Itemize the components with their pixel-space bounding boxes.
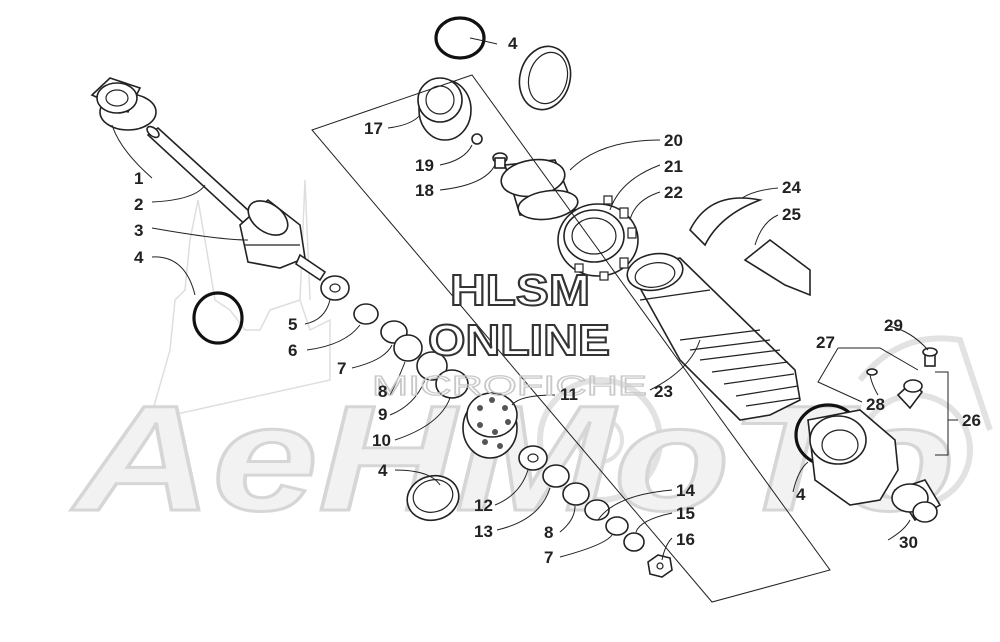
- part-4-o-ring-top: [434, 16, 486, 60]
- callout-1: 1: [134, 169, 143, 188]
- callout-16: 16: [676, 530, 695, 549]
- part-13-washer: [542, 464, 570, 488]
- callout-27: 27: [816, 333, 835, 352]
- callout-20: 20: [664, 131, 683, 150]
- callout-13: 13: [474, 522, 493, 541]
- callout-28: 28: [866, 395, 885, 414]
- callout-30: 30: [899, 533, 918, 552]
- callout-26: 26: [962, 411, 981, 430]
- callout-3: 3: [134, 221, 143, 240]
- callout-19: 19: [415, 156, 434, 175]
- part-9-washer: [416, 351, 448, 381]
- part-8b-washer: [562, 482, 590, 506]
- part-17-bearing: [417, 77, 472, 141]
- callout-21: 21: [664, 157, 683, 176]
- part-29-cap: [922, 347, 938, 367]
- part-4-band-top: [518, 45, 572, 111]
- part-24-seal: [689, 197, 763, 247]
- part-1-eyelet-bushing: [90, 77, 157, 131]
- part-15-washer: [623, 532, 645, 552]
- part-23-shock-body: [626, 252, 801, 421]
- bracket-26: [935, 371, 958, 456]
- callout-4b: 4: [508, 34, 518, 53]
- callout-24: 24: [782, 178, 801, 197]
- part-18-screw: [492, 152, 508, 169]
- part-6-washer: [353, 303, 379, 325]
- callout-8a: 8: [378, 382, 387, 401]
- callout-7a: 7: [337, 359, 346, 378]
- callout-29: 29: [884, 316, 903, 335]
- callout-7b: 7: [544, 548, 553, 567]
- callout-25: 25: [782, 205, 801, 224]
- callout-4d: 4: [796, 485, 806, 504]
- callout-labels: 1 2 3 4 4 4 4 5 6 7 7 8 8 9 10 11 12 13 …: [134, 34, 981, 567]
- part-16-nut: [647, 554, 673, 578]
- callout-8b: 8: [544, 523, 553, 542]
- part-19-o-ring: [471, 133, 483, 145]
- part-5-washer: [320, 275, 350, 301]
- part-25-cover: [743, 238, 811, 297]
- callout-18: 18: [415, 181, 434, 200]
- callout-10: 10: [372, 431, 391, 450]
- callout-5: 5: [288, 315, 297, 334]
- part-7b-washer: [605, 516, 629, 536]
- part-26-reservoir-body: [807, 409, 899, 506]
- part-3-seal-head: [239, 198, 327, 282]
- part-4-o-ring-left: [192, 291, 244, 345]
- callout-15: 15: [676, 504, 695, 523]
- part-12-washer: [518, 445, 548, 471]
- callout-9: 9: [378, 405, 387, 424]
- leader-lines: [111, 37, 929, 561]
- callout-6: 6: [288, 341, 297, 360]
- part-8-washer: [393, 334, 423, 362]
- watermark-title-line1: HLSM: [450, 266, 590, 315]
- callout-12: 12: [474, 496, 493, 515]
- part-21-22-adjuster-rings: [557, 195, 639, 281]
- callout-2: 2: [134, 195, 143, 214]
- watermark-title-line2: ONLINE: [428, 316, 610, 365]
- callout-14: 14: [676, 481, 695, 500]
- callout-4a: 4: [134, 248, 144, 267]
- part-4-band-lower: [406, 474, 460, 522]
- part-28-valve: [866, 368, 924, 410]
- assembly-bracket: [311, 74, 831, 603]
- part-30-bushing: [891, 479, 942, 523]
- callout-23: 23: [654, 382, 673, 401]
- callout-4c: 4: [378, 461, 388, 480]
- part-14-washer: [584, 499, 610, 521]
- part-10-washer: [435, 369, 469, 399]
- callout-22: 22: [664, 183, 683, 202]
- callout-11: 11: [560, 385, 578, 404]
- callout-17: 17: [364, 119, 383, 138]
- part-11-piston: [462, 392, 518, 459]
- part-20-sleeve: [500, 158, 579, 221]
- watermark-subtitle: MICROFICHE: [372, 370, 647, 401]
